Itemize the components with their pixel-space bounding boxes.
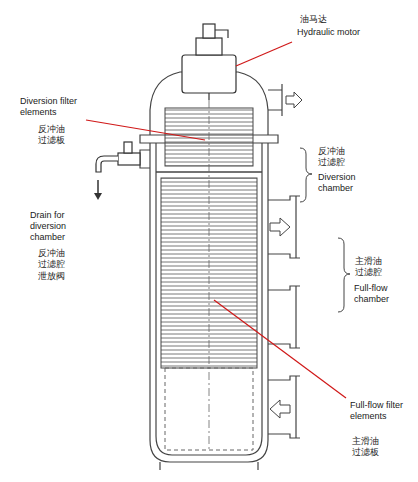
brace [338,238,350,312]
drain-valve [96,142,140,172]
flow-arrow [270,92,302,418]
part-label: Drain for diversion chamber [30,210,96,242]
leader-line [86,42,346,398]
housing [140,72,300,470]
chinese-label: 主滑油过滤腔 [355,256,385,279]
hydraulic-motor [182,24,236,100]
center-line [209,100,210,450]
chinese-label: 反冲油过滤腔泄放阀 [38,248,68,282]
part-label: Full-flow filter elements [350,400,410,422]
brace [300,148,312,202]
chinese-label: 油马达 [300,14,360,25]
part-label: Hydraulic motor [297,27,387,38]
part-label: Full-flow chamber [354,283,414,305]
part-label: Diversion filter elements [20,96,100,118]
chinese-label: 反冲油过滤腔 [318,146,348,169]
chinese-label: 主滑油过滤板 [352,436,382,459]
part-label: Diversion chamber [318,172,378,194]
chinese-label: 反冲油过滤板 [38,124,68,147]
